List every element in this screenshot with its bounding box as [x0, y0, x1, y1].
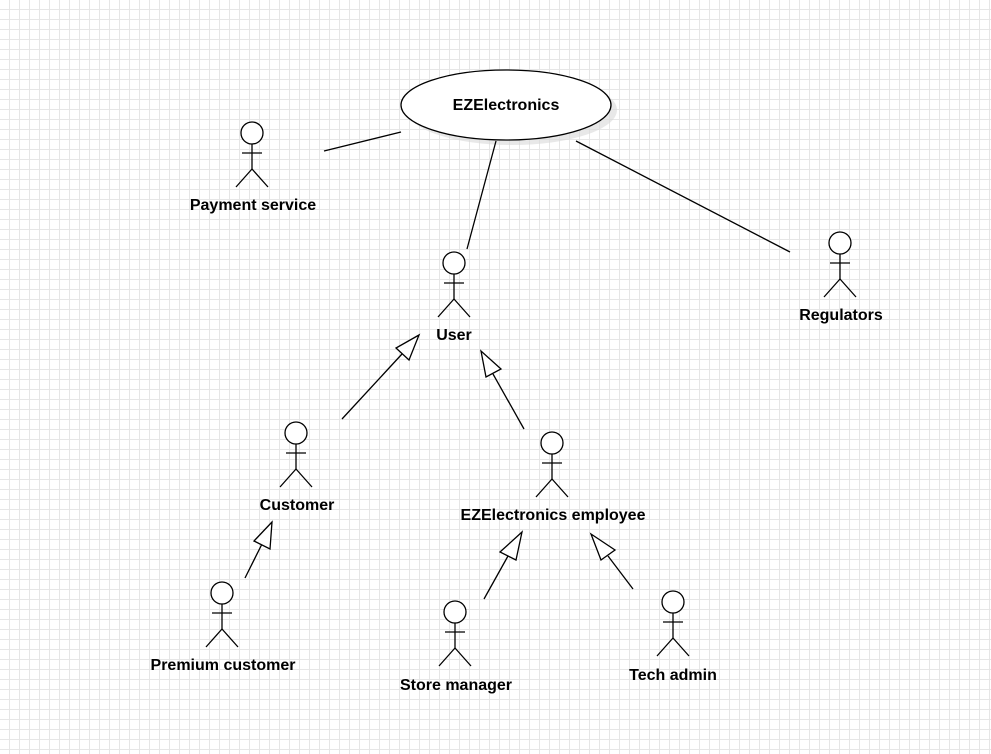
actor-label-payment-service: Payment service	[190, 197, 316, 214]
actor-label-customer: Customer	[260, 497, 335, 514]
association-regulators[interactable]	[575, 140, 791, 253]
actor-tech-admin[interactable]: Tech admin	[629, 590, 717, 684]
actor-user[interactable]: User	[436, 251, 472, 344]
association-user[interactable]	[466, 140, 497, 250]
actor-label-store-manager: Store manager	[400, 677, 512, 694]
actor-store-manager[interactable]: Store manager	[400, 600, 512, 694]
system-label: EZElectronics	[453, 97, 560, 114]
generalization-store-manager[interactable]	[483, 530, 524, 600]
actor-label-regulators: Regulators	[799, 307, 883, 324]
actor-payment-service[interactable]: Payment service	[190, 121, 316, 214]
generalization-employee-user[interactable]	[479, 349, 525, 430]
actor-label-user: User	[436, 327, 472, 344]
generalization-customer-user[interactable]	[341, 333, 421, 420]
actor-customer[interactable]: Customer	[260, 421, 335, 514]
actor-label-ezelectronics-employee: EZElectronics employee	[461, 507, 646, 524]
association-payment-service[interactable]	[323, 131, 402, 152]
actor-regulators[interactable]: Regulators	[799, 231, 883, 324]
system-ellipse[interactable]: EZElectronics	[400, 69, 617, 145]
generalization-tech-admin[interactable]	[589, 532, 634, 590]
actor-label-premium-customer: Premium customer	[151, 657, 296, 674]
generalization-premium-customer[interactable]	[244, 520, 273, 579]
actor-label-tech-admin: Tech admin	[629, 667, 717, 684]
actor-ezelectronics-employee[interactable]: EZElectronics employee	[461, 431, 646, 524]
actor-premium-customer[interactable]: Premium customer	[151, 581, 296, 674]
